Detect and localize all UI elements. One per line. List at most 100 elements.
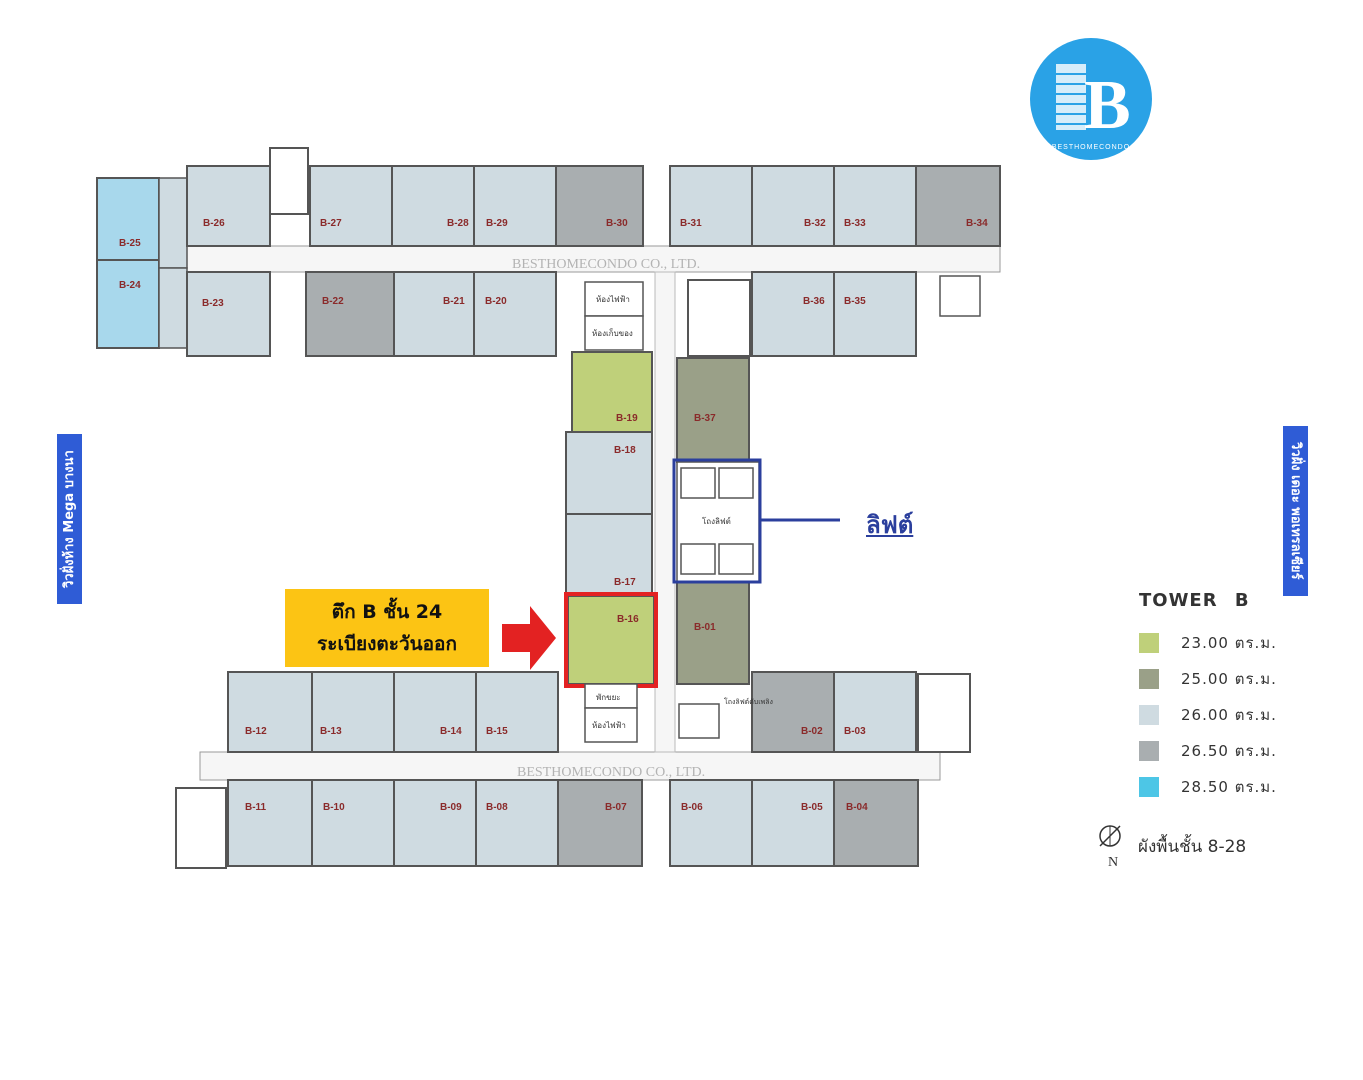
legend-swatch — [1139, 669, 1159, 689]
room-b-24[interactable] — [96, 259, 160, 349]
room-b-20[interactable] — [473, 271, 557, 357]
label-b-10: B-10 — [323, 802, 345, 813]
label-b-33: B-33 — [844, 218, 866, 229]
legend-item: 26.00 ตร.ม. — [1139, 697, 1319, 733]
trash-room — [584, 683, 638, 709]
room-b-31[interactable] — [669, 165, 753, 247]
legend-swatch — [1139, 705, 1159, 725]
view-label-left: วิวฝั่งห้าง Mega บางนา — [57, 434, 82, 604]
callout-line-2: ระเบียงตะวันออก — [317, 633, 457, 655]
room-b-02[interactable] — [751, 671, 835, 753]
room-b-13[interactable] — [311, 671, 395, 753]
room-b-01[interactable] — [676, 581, 750, 685]
legend-swatch — [1139, 777, 1159, 797]
room-b-11[interactable] — [227, 779, 313, 867]
room-b-36[interactable] — [751, 271, 835, 357]
room-b-04[interactable] — [833, 779, 919, 867]
label-trash: พักขยะ — [596, 693, 621, 702]
room-b-22[interactable] — [305, 271, 395, 357]
room-b-25[interactable] — [96, 177, 160, 261]
legend-label: 26.00 ตร.ม. — [1181, 706, 1277, 724]
logo-text: BESTHOMECONDO — [1052, 144, 1130, 151]
room-b-30[interactable] — [555, 165, 644, 247]
room-b-32[interactable] — [751, 165, 835, 247]
lift-car-4 — [718, 543, 754, 575]
label-b-36: B-36 — [803, 296, 825, 307]
room-b-03[interactable] — [833, 671, 917, 753]
stair-bottom-right — [917, 673, 971, 753]
room-b-18[interactable] — [565, 431, 653, 515]
label-b-11: B-11 — [245, 802, 267, 813]
stair-top-right — [687, 279, 751, 357]
stair-top-left — [269, 147, 309, 215]
room-b-10[interactable] — [311, 779, 395, 867]
label-b-29: B-29 — [486, 218, 508, 229]
stair-bottom-left — [175, 787, 227, 869]
label-b-35: B-35 — [844, 296, 866, 307]
room-b-12[interactable] — [227, 671, 313, 753]
label-b-12: B-12 — [245, 726, 267, 737]
label-b-18: B-18 — [614, 445, 636, 456]
electric-room-bottom — [584, 707, 638, 743]
label-b-26: B-26 — [203, 218, 225, 229]
room-b-24-bath — [158, 267, 188, 349]
room-b-34[interactable] — [915, 165, 1001, 247]
label-b-04: B-04 — [846, 802, 868, 813]
logo-building-stripes — [1056, 73, 1086, 125]
compass-letter: N — [1108, 855, 1118, 870]
fire-lift-car — [678, 703, 720, 739]
label-b-34: B-34 — [966, 218, 988, 229]
logo-initial: B — [1084, 67, 1131, 144]
label-b-13: B-13 — [320, 726, 342, 737]
room-b-16[interactable] — [567, 595, 655, 685]
legend-item: 26.50 ตร.ม. — [1139, 733, 1319, 769]
label-electric-top: ห้องไฟฟ้า — [596, 295, 630, 304]
room-b-06[interactable] — [669, 779, 753, 867]
room-b-17[interactable] — [565, 513, 653, 595]
legend-item: 25.00 ตร.ม. — [1139, 661, 1319, 697]
label-b-31: B-31 — [680, 218, 702, 229]
room-b-26[interactable] — [186, 165, 271, 247]
storage-room-top — [584, 315, 644, 351]
room-b-25-bath — [158, 177, 188, 269]
room-b-07[interactable] — [557, 779, 643, 867]
legend-label: 25.00 ตร.ม. — [1181, 670, 1277, 688]
legend-title: TOWER B — [1139, 590, 1250, 611]
label-fire-lift: โถงลิฟต์ดับเพลิง — [724, 697, 773, 706]
label-b-08: B-08 — [486, 802, 508, 813]
room-b-21[interactable] — [393, 271, 475, 357]
label-b-03: B-03 — [844, 726, 866, 737]
label-b-28: B-28 — [447, 218, 469, 229]
room-b-09[interactable] — [393, 779, 477, 867]
room-b-23[interactable] — [186, 271, 271, 357]
label-b-06: B-06 — [681, 802, 703, 813]
label-lift-hall: โถงลิฟต์ — [702, 516, 731, 526]
room-b-29[interactable] — [473, 165, 557, 247]
room-b-28[interactable] — [391, 165, 475, 247]
room-b-14[interactable] — [393, 671, 477, 753]
label-b-22: B-22 — [322, 296, 344, 307]
selected-unit-callout: ตึก B ชั้น 24 ระเบียงตะวันออก — [285, 589, 489, 667]
room-b-37[interactable] — [676, 357, 750, 463]
room-b-35[interactable] — [833, 271, 917, 357]
legend-swatch — [1139, 633, 1159, 653]
room-b-19[interactable] — [571, 351, 653, 433]
label-b-27: B-27 — [320, 218, 342, 229]
lift-label: ลิฟต์ — [866, 511, 914, 539]
lift-car-1 — [680, 467, 716, 499]
label-b-25: B-25 — [119, 238, 141, 249]
corridor-bottom — [199, 751, 941, 781]
room-b-05[interactable] — [751, 779, 835, 867]
label-b-19: B-19 — [616, 413, 638, 424]
stair-top-far-right — [939, 275, 981, 317]
legend-label: 28.50 ตร.ม. — [1181, 778, 1277, 796]
watermark-bottom: BESTHOMECONDO CO., LTD. — [517, 765, 705, 780]
room-b-08[interactable] — [475, 779, 559, 867]
room-b-15[interactable] — [475, 671, 559, 753]
label-b-32: B-32 — [804, 218, 826, 229]
room-b-27[interactable] — [309, 165, 393, 247]
label-b-37: B-37 — [694, 413, 716, 424]
legend-swatch — [1139, 741, 1159, 761]
room-b-33[interactable] — [833, 165, 917, 247]
compass-icon: N — [1099, 825, 1121, 870]
